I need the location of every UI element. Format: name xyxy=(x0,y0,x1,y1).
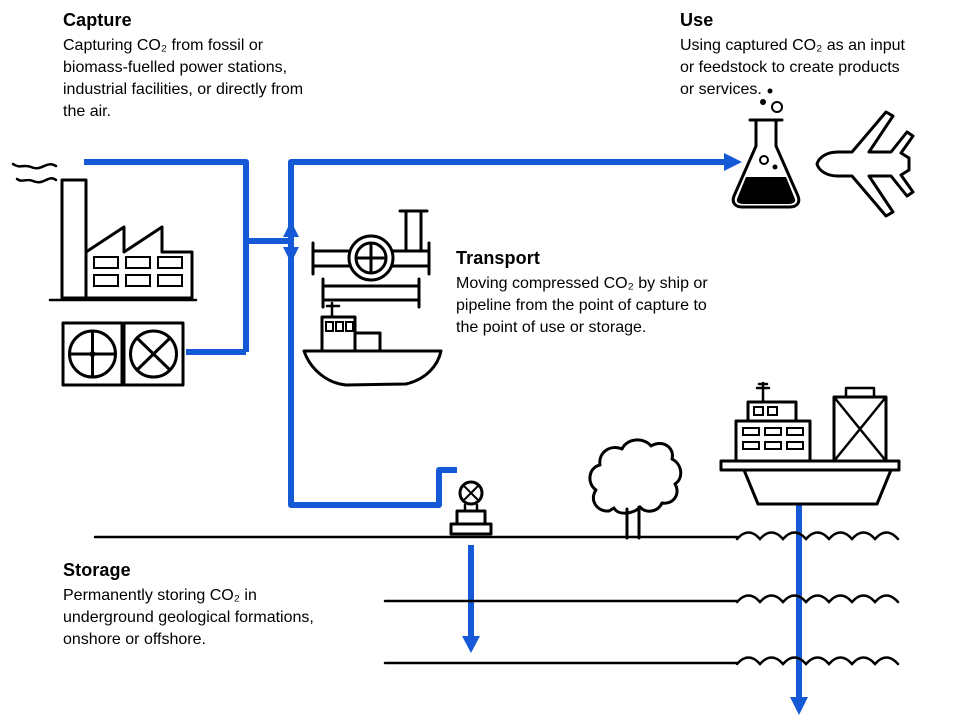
factory-window xyxy=(157,256,183,269)
bubble xyxy=(759,155,769,165)
transport-title: Transport xyxy=(456,248,540,268)
bubble xyxy=(760,99,766,105)
storage-title: Storage xyxy=(63,560,131,580)
tree-trunk xyxy=(625,505,641,540)
storage-description-line: underground geological formations, xyxy=(63,609,314,626)
use-description-line: or feedstock to create products xyxy=(680,59,900,76)
platform-window xyxy=(786,441,804,450)
capture-title: Capture xyxy=(63,10,132,30)
pipe-lower xyxy=(321,277,421,309)
factory-window xyxy=(93,274,119,287)
ship-deckhouse xyxy=(353,331,382,353)
platform-window xyxy=(764,427,782,436)
chimney xyxy=(60,178,88,300)
fan-housing xyxy=(61,321,124,387)
factory-window xyxy=(157,274,183,287)
derrick-top xyxy=(844,386,876,399)
platform-window xyxy=(742,441,760,450)
transport-description-line: the point of use or storage. xyxy=(456,319,647,336)
smoke-icon xyxy=(11,162,58,170)
factory-window xyxy=(93,256,119,269)
ship-hull xyxy=(302,349,443,387)
flow-factory-to-trunk xyxy=(84,159,249,352)
offshore-injection-arrow-icon xyxy=(790,697,808,715)
fan-housing xyxy=(122,321,185,387)
storage-section-label: Storage Permanently storing CO₂ in under… xyxy=(63,558,363,651)
bubble xyxy=(772,164,778,170)
storage-description-line: Permanently storing CO₂ in xyxy=(63,587,257,604)
pipe-stub xyxy=(398,209,429,253)
platform-window xyxy=(753,406,764,416)
airplane-icon xyxy=(815,110,915,218)
water-waves xyxy=(735,594,900,604)
use-description-line: Using captured CO₂ as an input xyxy=(680,37,905,54)
capture-description-line: industrial facilities, or directly from xyxy=(63,81,304,98)
air-capture-fans-icon xyxy=(61,321,185,387)
transport-description-line: Moving compressed CO₂ by ship or xyxy=(456,275,708,292)
junction-down-arrow-icon xyxy=(283,247,299,263)
derrick-bracing xyxy=(832,395,888,463)
onshore-injection-arrow-icon xyxy=(462,636,480,653)
compressor-cross xyxy=(354,241,388,275)
flask-icon xyxy=(731,88,801,209)
water-waves xyxy=(735,656,900,666)
arrow-to-use-icon xyxy=(724,153,742,171)
platform-window xyxy=(786,427,804,436)
platform-window xyxy=(764,441,782,450)
airplane-outline xyxy=(815,110,915,218)
fan-blade-ring xyxy=(129,329,178,379)
wellhead-body xyxy=(455,509,487,526)
platform-legs xyxy=(742,468,893,506)
valve-cross xyxy=(463,485,479,501)
tree-canopy xyxy=(588,438,683,515)
use-section-label: Use Using captured CO₂ as an input or fe… xyxy=(680,8,950,101)
water-waves xyxy=(735,531,900,541)
fan-blades xyxy=(135,336,172,372)
co2-flow-lines xyxy=(84,153,808,715)
platform-cabin xyxy=(746,400,798,423)
bubble xyxy=(771,101,783,113)
factory-window xyxy=(125,256,151,269)
junction-up-arrow-icon xyxy=(283,221,299,237)
platform-window xyxy=(742,427,760,436)
offshore-platform-icon xyxy=(719,381,901,506)
capture-description-line: the air. xyxy=(63,103,112,120)
geology-lines xyxy=(93,531,900,666)
capture-description-line: Capturing CO₂ from fossil or xyxy=(63,37,264,54)
ship-icon xyxy=(302,301,443,387)
ship-mast xyxy=(325,301,341,319)
factory-icon xyxy=(11,162,198,302)
transport-description-line: pipeline from the point of capture to xyxy=(456,297,707,314)
ship-window xyxy=(345,321,354,332)
flask-body xyxy=(731,119,801,209)
bubble xyxy=(767,88,773,94)
platform-mast xyxy=(755,381,771,404)
fan-hub xyxy=(89,351,96,357)
derrick-frame xyxy=(832,395,888,463)
capture-section-label: Capture Capturing CO₂ from fossil or bio… xyxy=(63,8,353,123)
ship-window xyxy=(335,321,344,332)
ship-window xyxy=(325,321,334,332)
transport-section-label: Transport Moving compressed CO₂ by ship … xyxy=(456,246,756,339)
smoke-icon xyxy=(15,177,58,184)
use-title: Use xyxy=(680,10,714,30)
platform-window xyxy=(767,406,778,416)
flow-main-trunk xyxy=(288,159,724,508)
use-description-line: or services. xyxy=(680,81,762,98)
capture-description-line: biomass-fuelled power stations, xyxy=(63,59,288,76)
tree-icon xyxy=(588,438,683,540)
storage-description-line: onshore or offshore. xyxy=(63,631,206,648)
factory-body xyxy=(84,225,194,300)
injection-wellhead-icon xyxy=(449,480,493,536)
flask-liquid xyxy=(736,177,796,204)
factory-window xyxy=(125,274,151,287)
pipeline-compressor-icon xyxy=(311,209,431,309)
wellhead-base xyxy=(449,522,493,536)
